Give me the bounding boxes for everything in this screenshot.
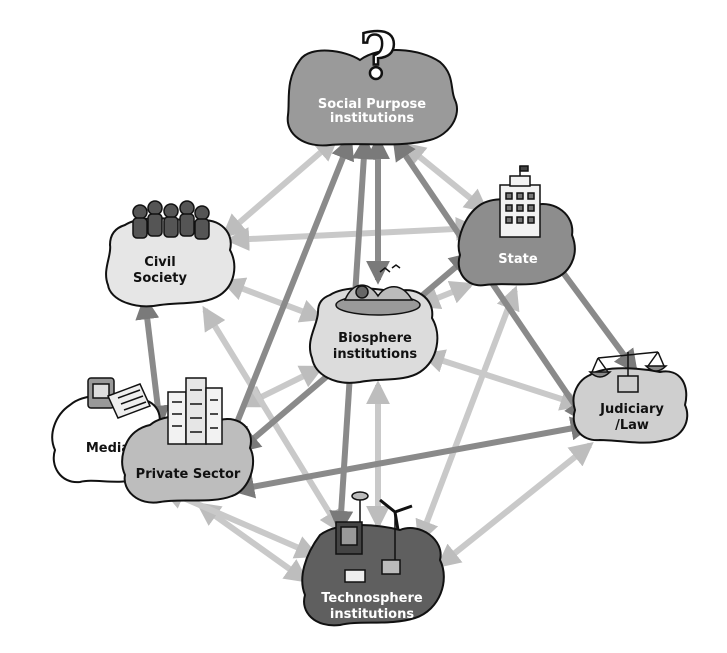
label-private-sector: Private Sector <box>136 467 241 482</box>
arrow-civil-biosphere <box>220 277 325 323</box>
arrow-civil-private <box>135 295 170 430</box>
label-technosphere-line2: institutions <box>330 607 414 622</box>
label-civil-society-line2: Society <box>133 271 187 286</box>
node-state: State <box>457 165 576 287</box>
office-buildings-icon <box>167 377 223 445</box>
label-technosphere-line1: Technosphere <box>321 591 423 606</box>
node-social-purpose: ? Social Purpose institutions <box>286 18 458 147</box>
node-private-sector: Private Sector <box>121 377 255 504</box>
arrow-civil-state <box>225 216 480 252</box>
technology-icon <box>335 491 413 583</box>
label-biosphere-line2: institutions <box>333 347 417 362</box>
tv-newspaper-icon <box>87 377 152 419</box>
crowd-icon <box>132 200 210 240</box>
node-technosphere: Technosphere institutions <box>301 491 445 627</box>
node-judiciary: Judiciary /Law <box>572 351 689 444</box>
label-state: State <box>498 252 538 267</box>
cloud-judiciary <box>572 367 689 444</box>
question-mark-icon: ? <box>358 18 398 96</box>
node-biosphere: Biosphere institutions <box>308 264 439 384</box>
label-judiciary-line2: /Law <box>615 418 649 433</box>
label-judiciary-line1: Judiciary <box>599 402 664 417</box>
label-civil-society-line1: Civil <box>144 255 175 270</box>
landscape-icon <box>335 264 421 316</box>
cloud-social-purpose <box>286 49 458 147</box>
arrow-private-judiciary <box>230 416 595 499</box>
government-building-icon <box>499 165 541 238</box>
label-social-purpose-line1: Social Purpose <box>318 97 426 112</box>
arrow-judiciary-techno <box>436 442 594 568</box>
node-civil-society: Civil Society <box>105 200 236 308</box>
label-biosphere-line1: Biosphere <box>338 331 412 346</box>
label-media: Media <box>86 441 130 456</box>
label-social-purpose-line2: institutions <box>330 111 414 126</box>
scales-icon <box>588 351 668 393</box>
svg-text:?: ? <box>359 19 397 94</box>
